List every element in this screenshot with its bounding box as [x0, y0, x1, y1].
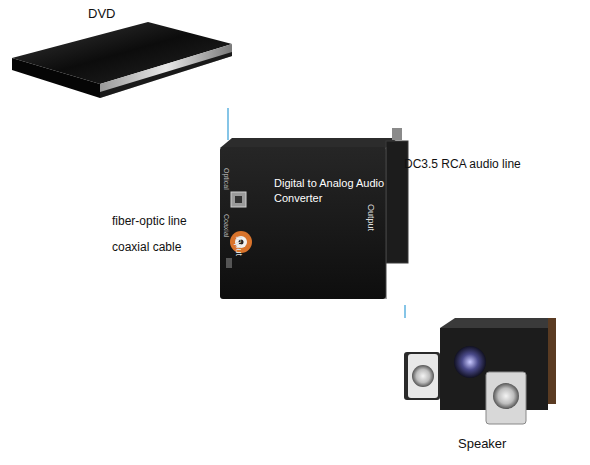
cable-line — [227, 108, 229, 140]
port-label: Coaxial — [223, 214, 230, 237]
cable-line — [404, 305, 406, 318]
speaker-set: Speaker — [398, 318, 560, 458]
device-label: Speaker — [458, 436, 506, 451]
cable-label: coaxial cable — [112, 240, 181, 254]
dvd-player-drawing — [12, 22, 232, 98]
dvd-base — [100, 52, 232, 98]
port-label: Input — [234, 236, 244, 256]
optical-jack — [231, 192, 246, 207]
converter-front — [220, 147, 386, 299]
dvd-front-strip — [100, 44, 232, 98]
right-speaker — [486, 372, 526, 424]
right-cone — [493, 383, 519, 409]
dvd-player: DVD — [8, 4, 240, 108]
speaker-drawing — [404, 318, 556, 424]
device-title: Digital to Analog Audio Converter — [274, 176, 392, 206]
device-label: DVD — [88, 6, 115, 21]
converter-drawing — [220, 128, 408, 299]
converter-box: Digital to Analog Audio ConverterInput Ou… — [216, 140, 412, 305]
sub-front — [440, 328, 548, 410]
sub-cone — [454, 346, 486, 378]
port-label: Optical — [223, 168, 230, 190]
port-label: Output — [366, 204, 376, 231]
left-speaker — [404, 352, 440, 400]
output-jack — [392, 128, 402, 140]
sub-side — [548, 318, 556, 404]
sub-top — [440, 318, 555, 328]
converter-top — [220, 138, 398, 148]
power-jack — [226, 258, 232, 268]
left-cone — [412, 365, 434, 387]
cable-label: DC3.5 RCA audio line — [404, 157, 521, 171]
cable-label: fiber-optic line — [112, 214, 187, 228]
dvd-front-left — [12, 58, 100, 98]
optical-port — [235, 196, 242, 203]
left-speaker-face — [408, 354, 438, 398]
converter-edge — [386, 147, 387, 299]
